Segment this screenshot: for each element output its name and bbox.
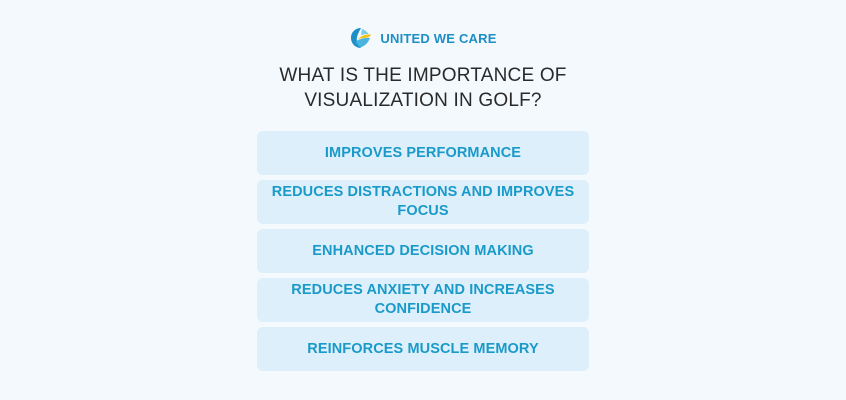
page-title: WHAT IS THE IMPORTANCE OF VISUALIZATION … bbox=[0, 63, 846, 113]
list-item: REINFORCES MUSCLE MEMORY bbox=[257, 327, 589, 371]
list-item: REDUCES DISTRACTIONS AND IMPROVES FOCUS bbox=[257, 180, 589, 224]
list-item: IMPROVES PERFORMANCE bbox=[257, 131, 589, 175]
page-title-line-2: VISUALIZATION IN GOLF? bbox=[304, 90, 542, 111]
brand-name: UNITED WE CARE bbox=[380, 30, 497, 46]
page-title-line-1: WHAT IS THE IMPORTANCE OF bbox=[279, 65, 567, 86]
brand-logo: UNITED WE CARE bbox=[0, 26, 846, 50]
benefit-list: IMPROVES PERFORMANCE REDUCES DISTRACTION… bbox=[257, 131, 589, 371]
list-item: REDUCES ANXIETY AND INCREASES CONFIDENCE bbox=[257, 278, 589, 322]
united-we-care-logo-icon bbox=[351, 28, 372, 48]
list-item: ENHANCED DECISION MAKING bbox=[257, 229, 589, 273]
